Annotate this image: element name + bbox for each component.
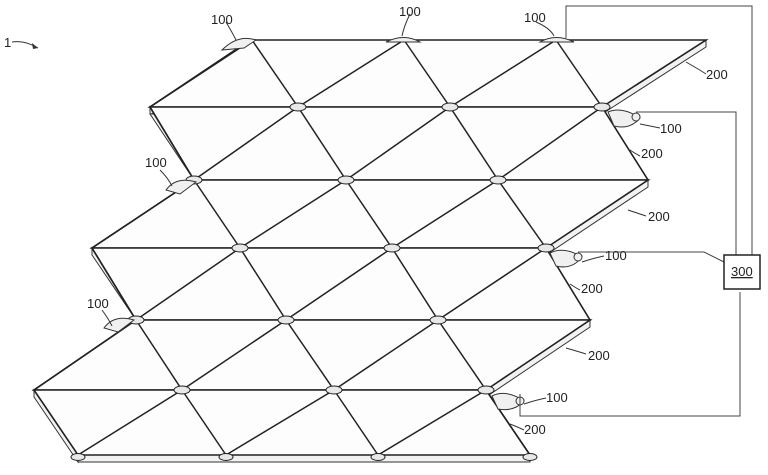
label-actuator-6: 100 bbox=[605, 248, 627, 263]
label-panel-3: 200 bbox=[648, 209, 670, 224]
label-actuator-4: 100 bbox=[660, 121, 682, 136]
label-actuator-7: 100 bbox=[87, 296, 109, 311]
controller-box bbox=[723, 254, 761, 290]
controller-label: 300 bbox=[731, 264, 753, 279]
label-actuator-3: 100 bbox=[524, 10, 546, 25]
leader-lines bbox=[101, 13, 707, 431]
figure-numeral: 1 bbox=[4, 35, 11, 50]
actuator-mounts bbox=[103, 37, 641, 411]
control-wires bbox=[519, 5, 753, 417]
label-actuator-8: 100 bbox=[546, 390, 568, 405]
label-panel-6: 200 bbox=[524, 422, 546, 437]
figure-arrow-head bbox=[32, 43, 38, 49]
label-panel-2: 200 bbox=[641, 146, 663, 161]
label-panel-5: 200 bbox=[588, 348, 610, 363]
hinge-nodes bbox=[70, 102, 611, 461]
label-panel-4: 200 bbox=[581, 281, 603, 296]
label-actuator-1: 100 bbox=[211, 12, 233, 27]
label-actuator-5: 100 bbox=[145, 155, 167, 170]
label-panel-1: 200 bbox=[706, 67, 728, 82]
panel-row-3 bbox=[31, 247, 593, 464]
label-actuator-2: 100 bbox=[399, 4, 421, 19]
